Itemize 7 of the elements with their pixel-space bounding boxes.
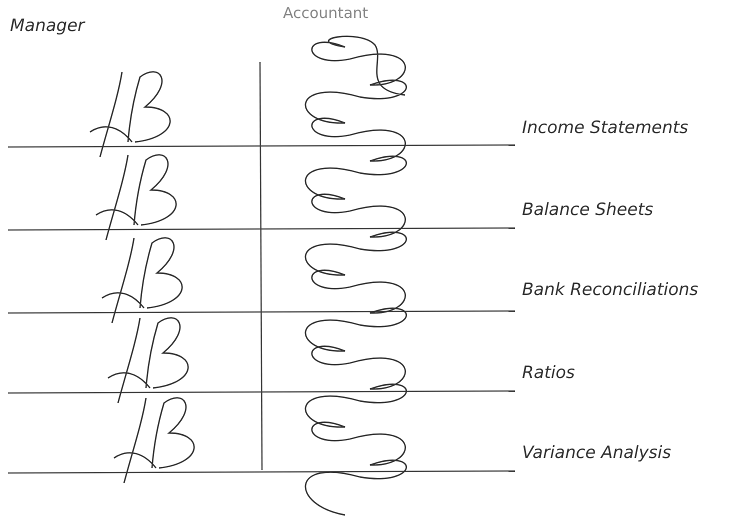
- row-label: Income Statements: [522, 117, 688, 140]
- row-label: Balance Sheets: [522, 199, 654, 222]
- row-label: Bank Reconciliations: [522, 279, 698, 302]
- row-label: Variance Analysis: [522, 442, 672, 465]
- row-label: Ratios: [522, 362, 575, 385]
- column-header: Accountant: [283, 3, 368, 24]
- column-header: Manager: [10, 15, 85, 38]
